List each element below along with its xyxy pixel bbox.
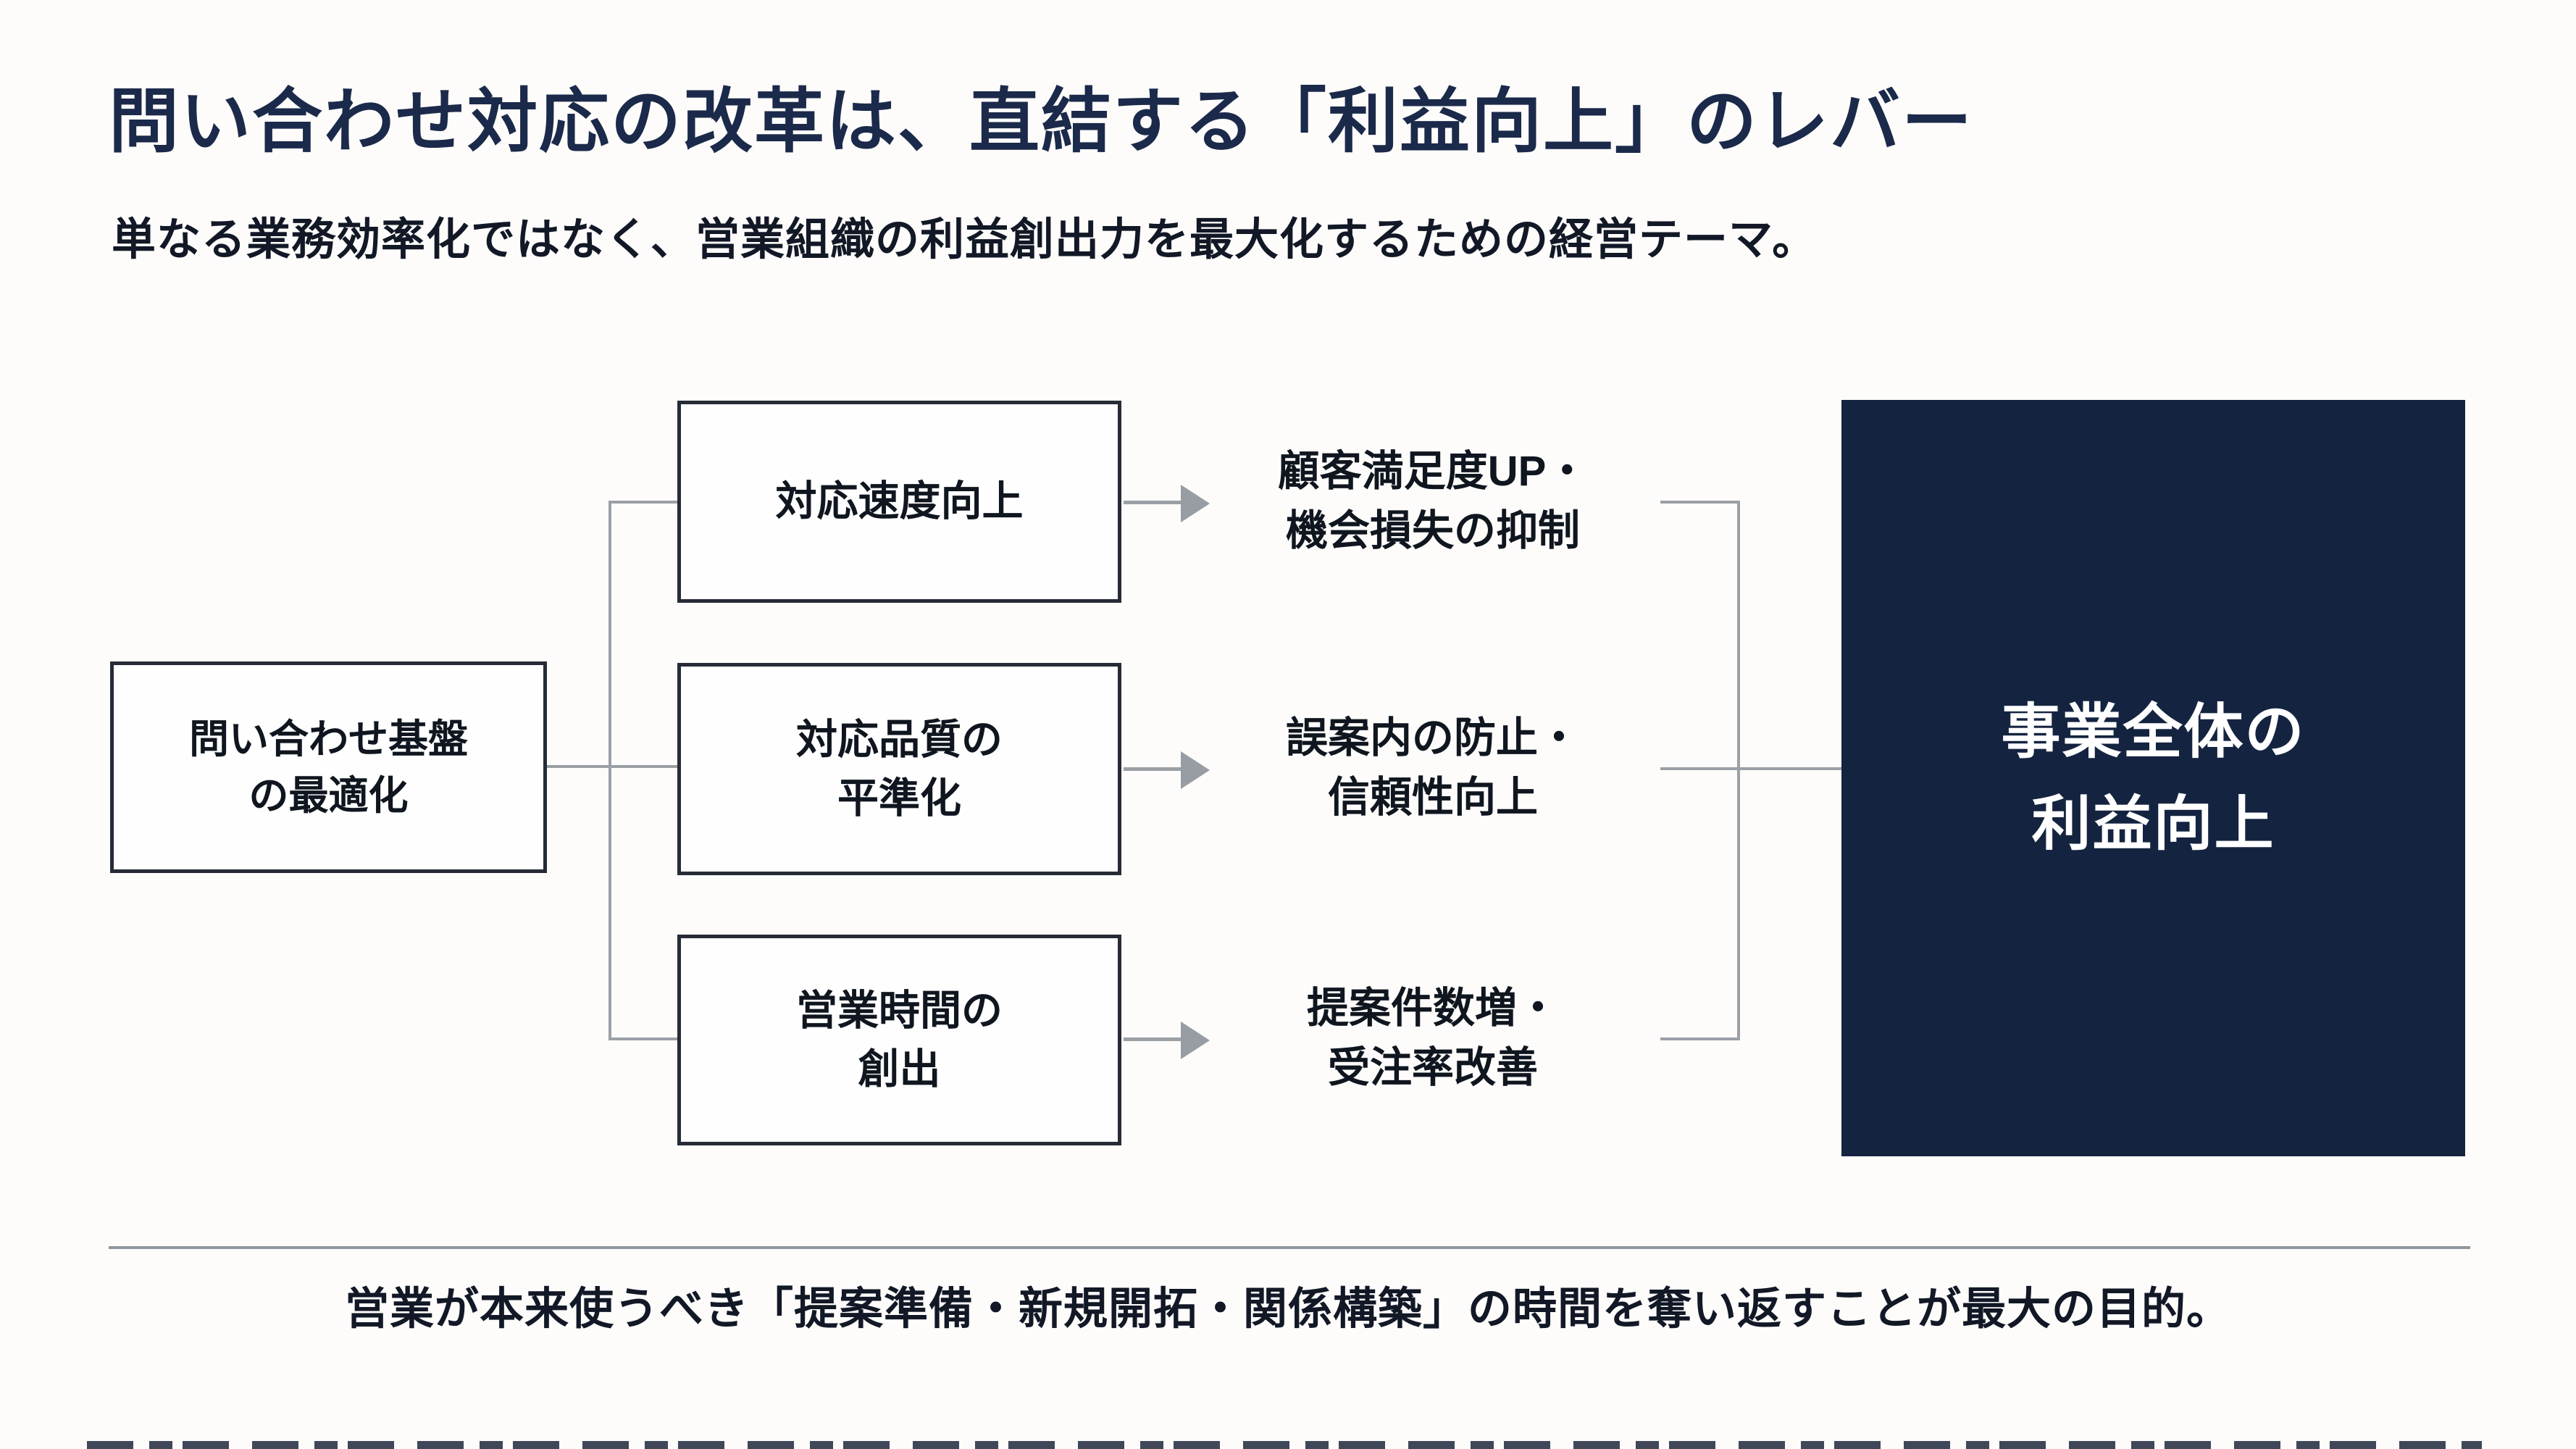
mid-box3-line1: 営業時間の — [796, 987, 1003, 1034]
source-box-inquiry-platform: 問い合わせ基盤 の最適化 — [110, 661, 547, 873]
mid-box-sales-time: 営業時間の 創出 — [677, 935, 1121, 1145]
result-box-line2: 利益向上 — [2031, 791, 2275, 857]
arrow-shaft-icon — [1124, 1037, 1183, 1041]
source-box-line2: の最適化 — [248, 773, 409, 818]
mid-box2-line2: 平準化 — [837, 774, 961, 822]
outcome3-line1: 提案件数増・ — [1306, 985, 1559, 1032]
mid-box2-line1: 対応品質の — [796, 716, 1003, 763]
arrow-right-icon — [1181, 485, 1210, 522]
footer-divider — [109, 1246, 2470, 1249]
connector-left-bottom-stub — [609, 1037, 679, 1040]
outcome-customer-satisfaction: 顧客満足度UP・ 機会損失の抑制 — [1194, 442, 1672, 561]
arrow-shaft-icon — [1124, 767, 1183, 771]
mid-box-response-quality: 対応品質の 平準化 — [677, 663, 1121, 875]
page-subtitle: 単なる業務効率化ではなく、営業組織の利益創出力を最大化するための経営テーマ。 — [112, 214, 1818, 264]
result-box-line1: 事業全体の — [2001, 698, 2306, 765]
mid-box1-line1: 対応速度向上 — [775, 478, 1024, 525]
arrow-shaft-icon — [1124, 501, 1183, 504]
outcome3-line2: 受注率改善 — [1327, 1044, 1538, 1092]
page-title: 問い合わせ対応の改革は、直結する「利益向上」のレバー — [109, 82, 1973, 161]
outcome-error-prevention: 誤案内の防止・ 信頼性向上 — [1194, 709, 1672, 828]
outcome2-line1: 誤案内の防止・ — [1285, 714, 1580, 761]
connector-right-bottom-stub — [1660, 1037, 1740, 1040]
arrow-right-icon — [1181, 751, 1210, 789]
outcome1-line1: 顧客満足度UP・ — [1277, 448, 1589, 495]
source-box-line1: 問い合わせ基盤 — [188, 716, 468, 761]
connector-right-vertical — [1737, 501, 1740, 1040]
outcome-proposal-increase: 提案件数増・ 受注率改善 — [1194, 979, 1672, 1098]
connector-left-top-stub — [609, 501, 679, 504]
mid-box-response-speed: 対応速度向上 — [677, 401, 1121, 603]
outcome1-line2: 機会損失の抑制 — [1285, 507, 1580, 555]
connector-source-horizontal — [547, 765, 679, 768]
connector-result-horizontal — [1660, 767, 1841, 770]
connector-right-top-stub — [1660, 501, 1740, 504]
outcome2-line2: 信頼性向上 — [1327, 774, 1538, 822]
arrow-right-icon — [1181, 1022, 1210, 1059]
footer-statement: 営業が本来使うべき「提案準備・新規開拓・関係構築」の時間を奪い返すことが最大の目… — [344, 1284, 2231, 1333]
connector-left-vertical — [609, 501, 611, 1040]
mid-box3-line2: 創出 — [858, 1045, 941, 1093]
result-box-overall-profit: 事業全体の 利益向上 — [1841, 400, 2465, 1156]
cropped-bottom-text-decoration — [87, 1441, 2482, 1449]
